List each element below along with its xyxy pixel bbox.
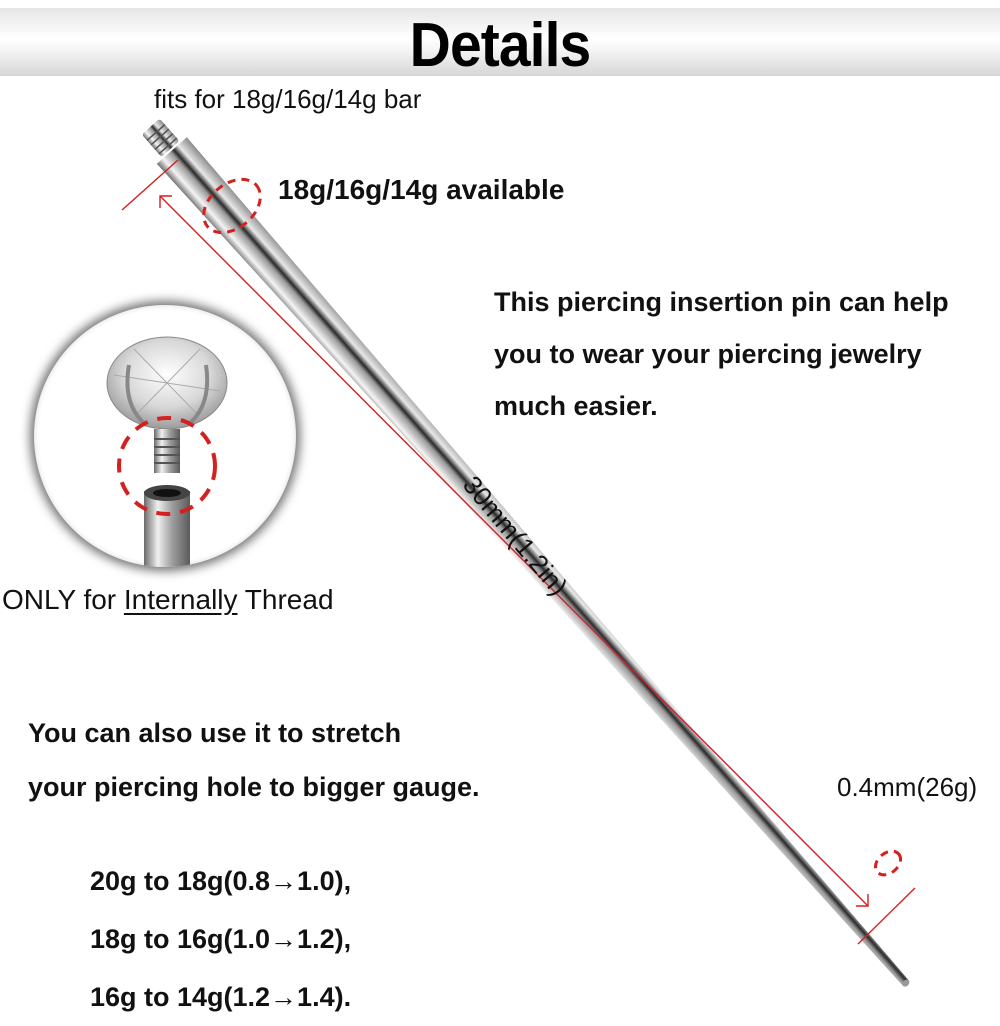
gauge-step: 20g to 18g(0.8→1.0), xyxy=(90,866,352,896)
stretch-line: You can also use it to stretch xyxy=(28,718,402,748)
caption-suffix: Thread xyxy=(237,584,334,615)
title-banner: Details xyxy=(0,8,1000,80)
tip-size-label: 0.4mm(26g) xyxy=(837,772,978,802)
description-line: This piercing insertion pin can help xyxy=(494,287,949,317)
page-title: Details xyxy=(409,11,592,80)
stretch-line: your piercing hole to bigger gauge. xyxy=(28,772,480,802)
gem-top-icon xyxy=(106,336,228,567)
caption-underlined: Internally xyxy=(123,584,238,615)
internal-thread-detail-image xyxy=(34,305,296,567)
pin-body xyxy=(142,119,910,987)
gauge-step: 16g to 14g(1.2→1.4). xyxy=(90,982,352,1012)
insertion-pin-illustration xyxy=(121,119,916,987)
fits-for-label: fits for 18g/16g/14g bar xyxy=(154,84,422,114)
description-line: you to wear your piercing jewelry xyxy=(494,339,922,369)
gauge-step: 18g to 16g(1.0→1.2), xyxy=(90,924,352,954)
gauge-available-label: 18g/16g/14g available xyxy=(278,174,565,205)
caption-prefix: ONLY for xyxy=(2,584,124,615)
internal-thread-caption: ONLY for Internally Thread xyxy=(2,584,334,616)
stretch-text: You can also use it to stretch your pier… xyxy=(28,706,480,814)
description-line: much easier. xyxy=(494,391,658,421)
description-text: This piercing insertion pin can help you… xyxy=(494,276,949,432)
